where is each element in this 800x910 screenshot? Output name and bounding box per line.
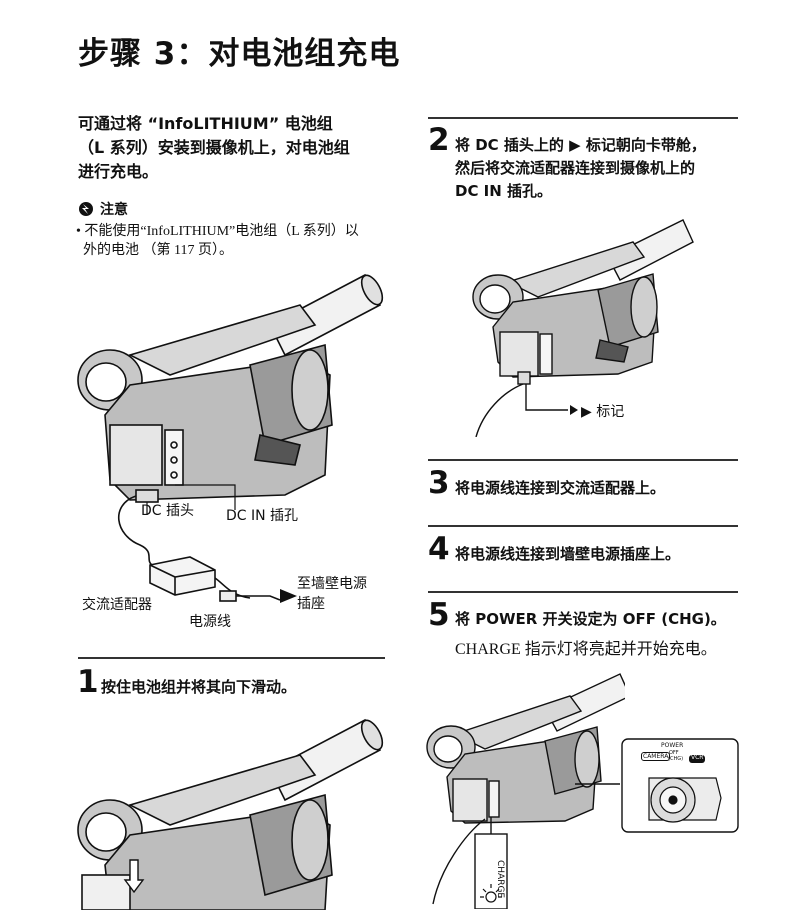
step-text: 将电源线连接到墙壁电源插座上。	[455, 545, 681, 563]
step-number: 2	[428, 122, 450, 158]
vcr-position: VCR	[691, 754, 704, 761]
camera-position: CAMERA	[641, 752, 671, 761]
power-switch-inset	[621, 738, 739, 833]
chg-position: (CHG)	[668, 756, 684, 762]
wall-outlet-label-2: 插座	[297, 596, 325, 612]
adaptor-label: 交流适配器	[82, 597, 152, 613]
intro-line: （L 系列）安装到摄像机上，对电池组	[78, 138, 350, 157]
intro-text: 可通过将 “InfoLITHIUM” 电池组 （L 系列）安装到摄像机上，对电池…	[78, 112, 388, 184]
page-title: 步骤 3：对电池组充电	[78, 36, 401, 72]
power-cord-label: 电源线	[189, 614, 231, 630]
step-text: 将 DC 插头上的 ▶ 标记朝向卡带舱，	[455, 136, 706, 154]
camcorder-power-illustration	[426, 673, 625, 909]
note-heading: 注意	[78, 199, 128, 219]
divider	[78, 657, 385, 659]
divider	[428, 459, 738, 461]
step-number: 4	[428, 531, 450, 567]
step-text: 将 POWER 开关设定为 OFF (CHG)。	[455, 610, 726, 628]
intro-line: 进行充电。	[78, 162, 159, 181]
dc-in-label: DC IN 插孔	[226, 508, 299, 524]
step-subtext: CHARGE 指示灯将亮起并开始充电。	[455, 641, 717, 658]
step-text: 然后将交流适配器连接到摄像机上的	[455, 159, 696, 177]
power-title: POWER	[661, 742, 684, 749]
step-text: 将电源线连接到交流适配器上。	[455, 479, 666, 497]
camcorder-adaptor-illustration	[77, 273, 384, 603]
note-heading-label: 注意	[100, 202, 128, 218]
divider	[428, 525, 738, 527]
caution-icon	[79, 202, 93, 216]
charge-lamp-label: CHARGE	[495, 860, 505, 899]
mark-label: ▶ 标记	[581, 404, 625, 420]
step-number: 3	[428, 465, 450, 501]
intro-line: 可通过将 “InfoLITHIUM” 电池组	[78, 114, 333, 133]
step-text: 按住电池组并将其向下滑动。	[101, 678, 297, 696]
camcorder-dc-plug-illustration	[472, 219, 694, 437]
step-number: 1	[77, 664, 99, 700]
battery-removal-illustration	[77, 718, 384, 910]
note-line: • 不能使用“InfoLITHIUM”电池组（L 系列）以	[76, 224, 359, 239]
note-body: • 不能使用“InfoLITHIUM”电池组（L 系列）以 外的电池 （第 11…	[76, 222, 396, 260]
divider	[428, 591, 738, 593]
divider	[428, 117, 738, 119]
off-position: OFF	[669, 750, 679, 756]
note-line: 外的电池 （第 117 页）。	[76, 243, 233, 258]
step-text: DC IN 插孔。	[455, 182, 553, 200]
dc-plug-label: DC 插头	[141, 503, 195, 519]
step-number: 5	[428, 597, 450, 633]
wall-outlet-label: 至墙壁电源	[297, 576, 367, 592]
